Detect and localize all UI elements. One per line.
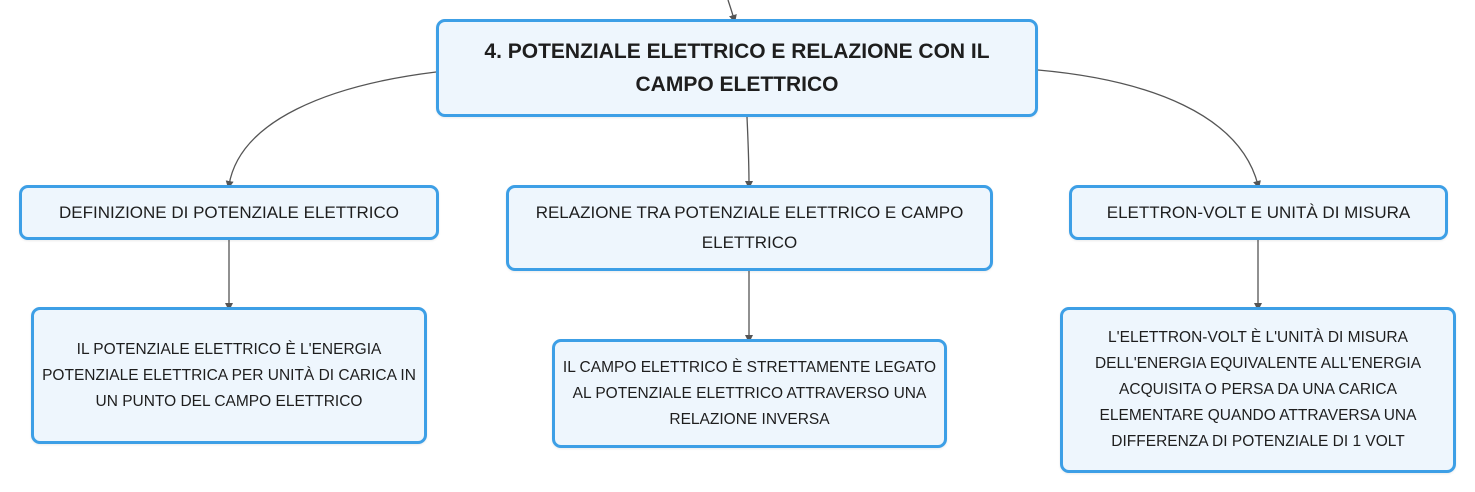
detail-node-relazione[interactable]: IL CAMPO ELETTRICO È STRETTAMENTE LEGATO… xyxy=(552,339,947,448)
subtopic-node-definizione[interactable]: DEFINIZIONE DI POTENZIALE ELETTRICO xyxy=(19,185,439,240)
subtopic-heading: RELAZIONE TRA POTENZIALE ELETTRICO E CAM… xyxy=(535,203,964,252)
subtopic-heading: ELETTRON-VOLT E UNITÀ DI MISURA xyxy=(1106,202,1411,222)
connector-central-to-branch-3 xyxy=(1037,69,1261,189)
detail-text: L'ELETTRON-VOLT È L'UNITÀ DI MISURA DELL… xyxy=(1094,329,1422,450)
connector-central-to-branch-2 xyxy=(744,116,753,189)
subtopic-heading: DEFINIZIONE DI POTENZIALE ELETTRICO xyxy=(58,202,400,222)
connector-central-to-branch-1 xyxy=(225,71,437,189)
connector-parent-to-central xyxy=(727,0,737,23)
detail-text: IL CAMPO ELETTRICO È STRETTAMENTE LEGATO… xyxy=(562,358,937,428)
detail-node-elettron-volt[interactable]: L'ELETTRON-VOLT È L'UNITÀ DI MISURA DELL… xyxy=(1060,307,1456,473)
detail-node-definizione[interactable]: IL POTENZIALE ELETTRICO È L'ENERGIA POTE… xyxy=(31,307,427,444)
detail-text: IL POTENZIALE ELETTRICO È L'ENERGIA POTE… xyxy=(42,340,416,410)
subtopic-node-relazione[interactable]: RELAZIONE TRA POTENZIALE ELETTRICO E CAM… xyxy=(506,185,993,271)
central-topic-title: 4. POTENZIALE ELETTRICO E RELAZIONE CON … xyxy=(484,40,990,96)
subtopic-node-elettron-volt[interactable]: ELETTRON-VOLT E UNITÀ DI MISURA xyxy=(1069,185,1448,240)
central-topic-node[interactable]: 4. POTENZIALE ELETTRICO E RELAZIONE CON … xyxy=(436,19,1038,117)
